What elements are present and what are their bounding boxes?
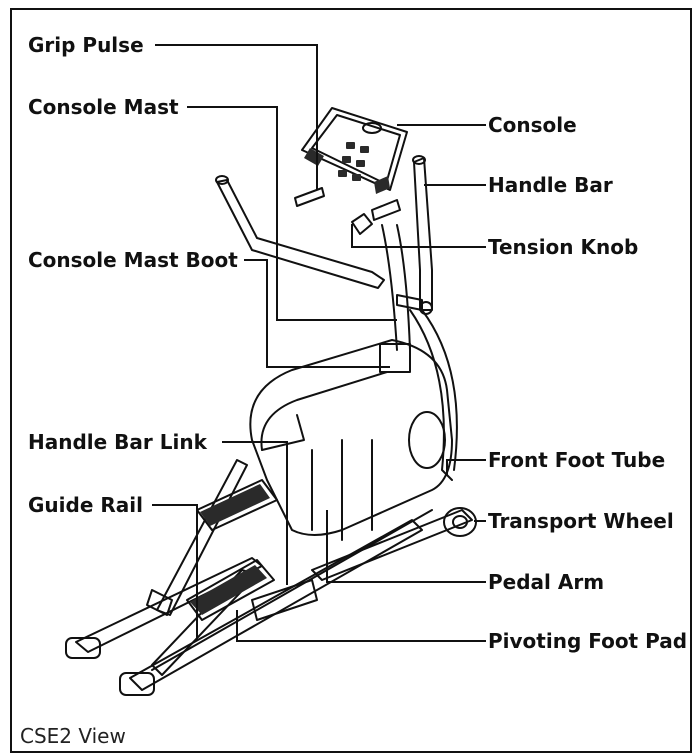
label-grip-pulse: Grip Pulse <box>28 33 144 57</box>
handle-bar-right <box>413 157 433 311</box>
transport-wheel-shape <box>443 507 477 537</box>
leader-front-foot-tube <box>446 459 486 475</box>
label-handle-bar-link: Handle Bar Link <box>28 430 207 454</box>
label-console: Console <box>488 113 577 137</box>
handle-bar-left <box>216 179 385 289</box>
guide-rail-right <box>129 519 423 691</box>
label-guide-rail: Guide Rail <box>28 493 143 517</box>
diagram-frame: Grip Pulse Console Mast Console Mast Boo… <box>10 8 692 753</box>
elliptical-trainer-illustration <box>65 44 486 696</box>
label-pedal-arm: Pedal Arm <box>488 570 605 594</box>
leader-console-mast <box>187 106 397 321</box>
label-console-mast-boot: Console Mast Boot <box>28 248 238 272</box>
leader-pedal-arm <box>326 510 486 583</box>
leader-console-mast-boot <box>244 259 390 368</box>
front-foot-tube <box>311 509 473 581</box>
figure-caption: CSE2 View <box>20 724 126 748</box>
callout-lines <box>152 44 486 642</box>
label-transport-wheel: Transport Wheel <box>488 509 674 533</box>
flywheel-cover <box>408 411 446 469</box>
leader-grip-pulse <box>155 44 318 190</box>
grip-pulse-sensor <box>294 187 325 207</box>
console-mast-boot <box>379 343 411 373</box>
tension-knob-shape <box>351 213 373 235</box>
label-pivoting-foot-pad: Pivoting Foot Pad <box>488 629 688 653</box>
console-mast <box>381 224 398 351</box>
leader-pivoting-foot-pad <box>236 610 486 642</box>
drive-cover <box>249 339 453 536</box>
leader-handle-bar-link <box>222 441 288 585</box>
label-tension-knob: Tension Knob <box>488 235 639 259</box>
label-front-foot-tube: Front Foot Tube <box>488 448 666 472</box>
label-console-mast: Console Mast <box>28 95 179 119</box>
label-handle-bar: Handle Bar <box>488 173 613 197</box>
leader-tension-knob <box>351 224 486 248</box>
leader-guide-rail <box>152 504 198 640</box>
